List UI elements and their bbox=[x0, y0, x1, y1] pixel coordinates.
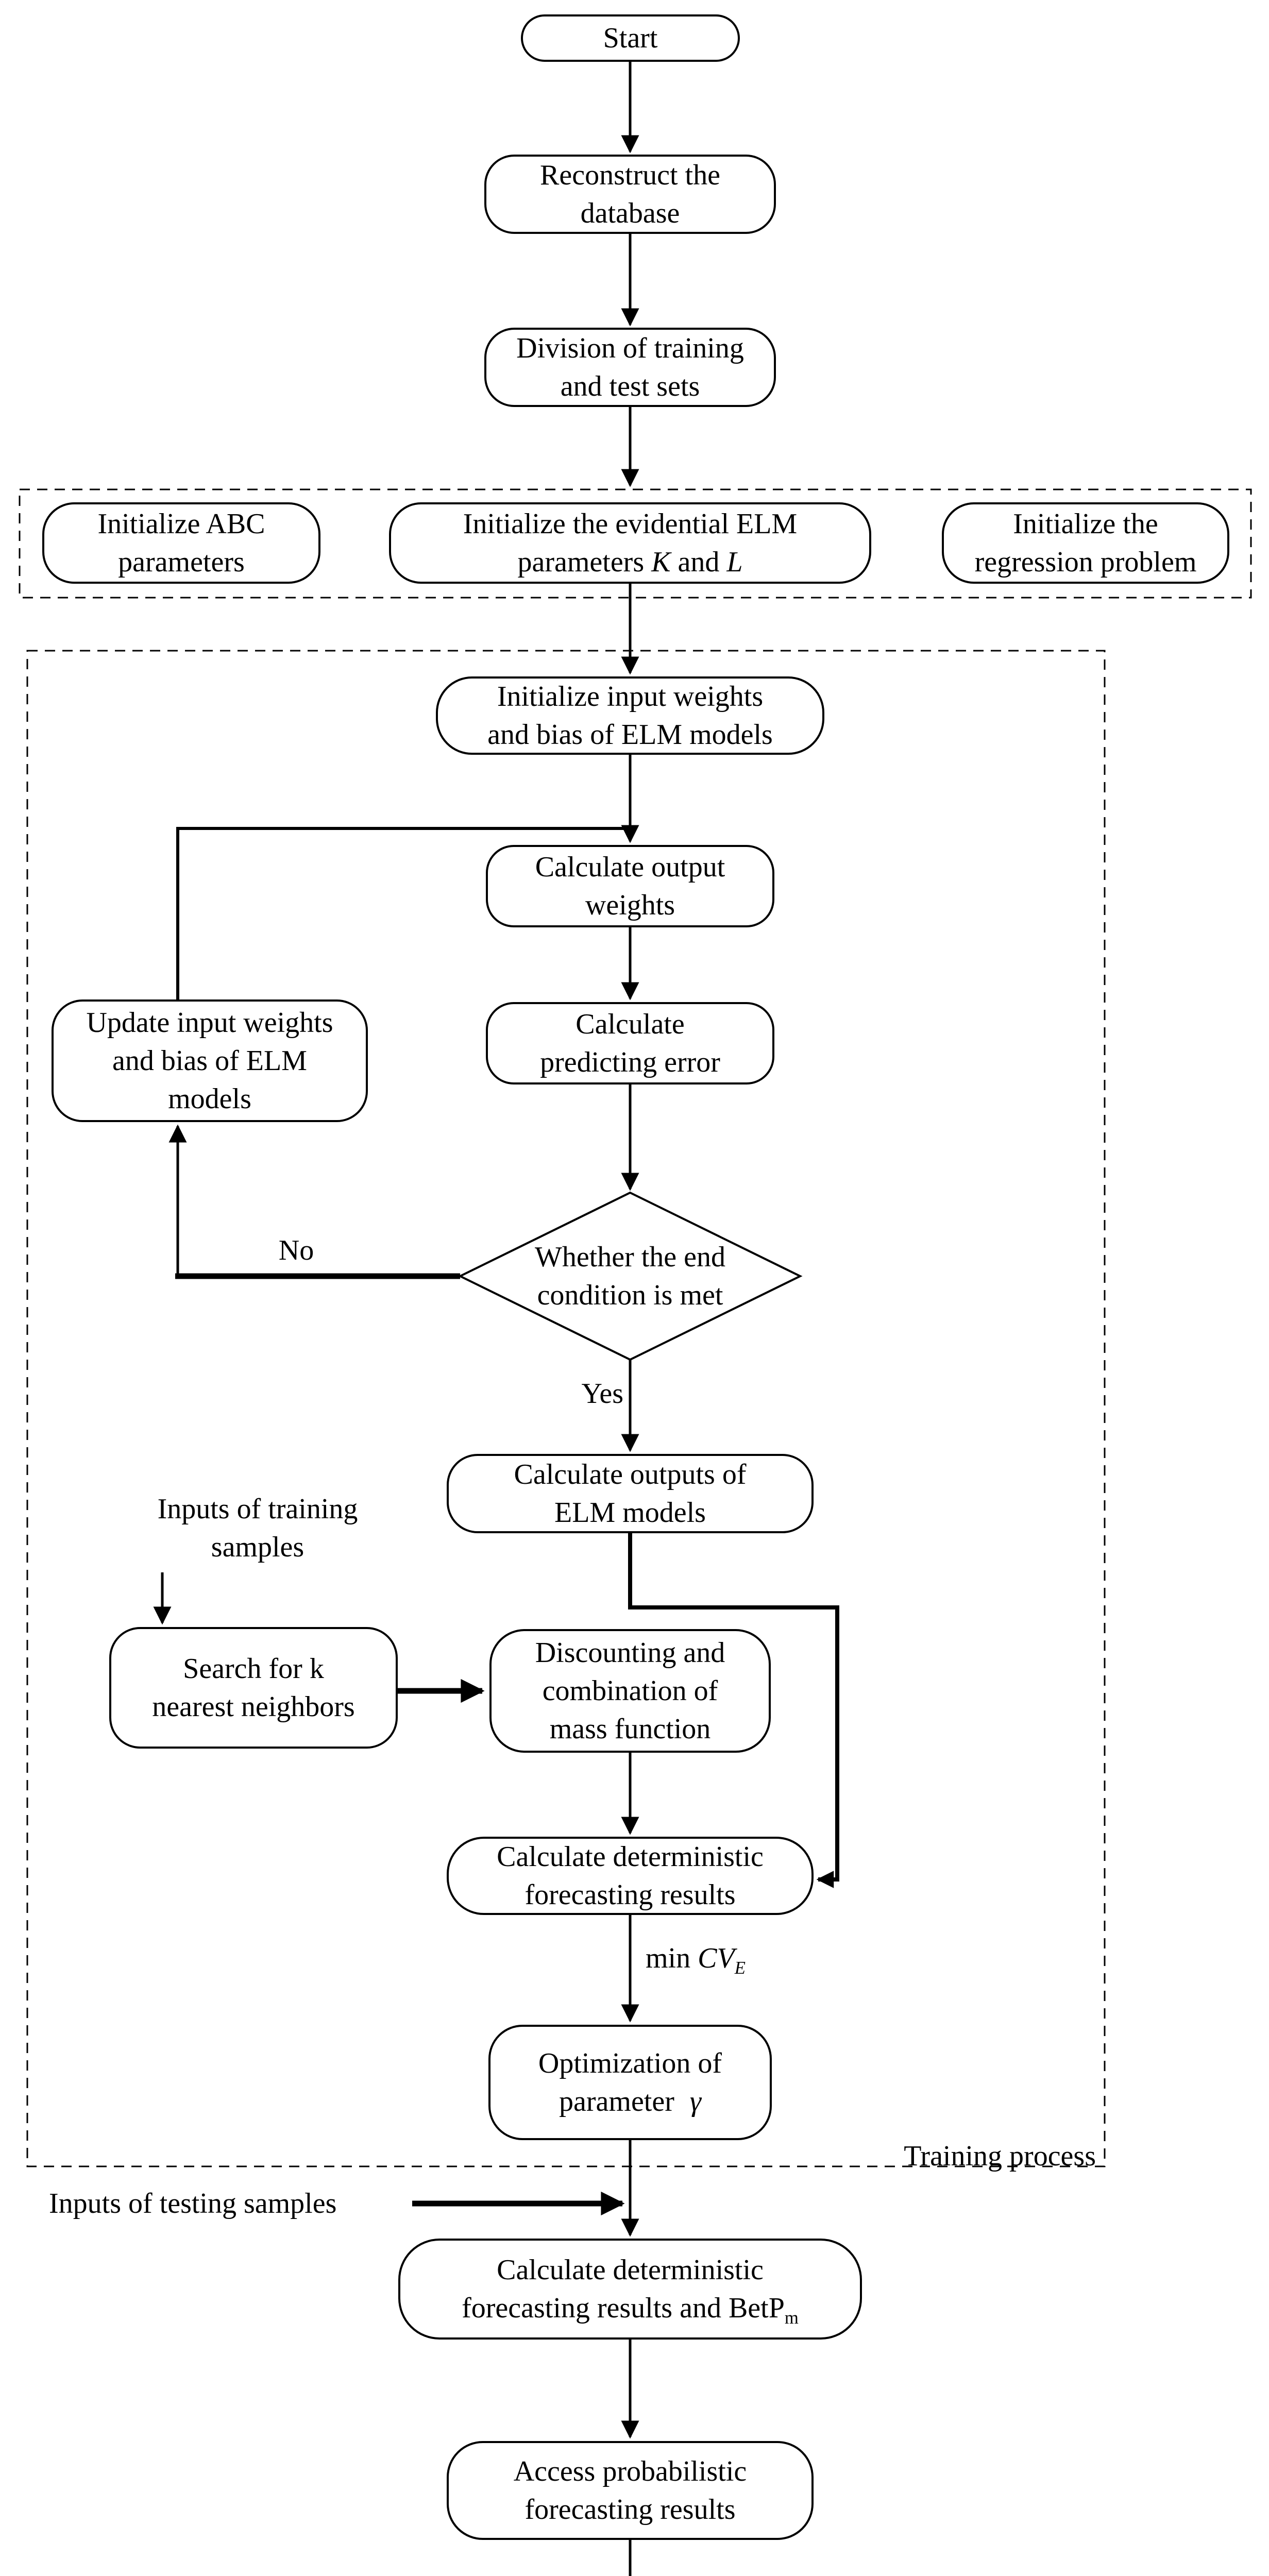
init-input-weights-node: Initialize input weights and bias of ELM… bbox=[436, 676, 824, 755]
node-label-line: combination of bbox=[542, 1675, 718, 1707]
node-label-line: weights bbox=[585, 889, 675, 921]
update-input-weights-node: Update input weights and bias of ELM mod… bbox=[52, 999, 368, 1122]
discounting-combination-node: Discounting and combination of mass func… bbox=[489, 1629, 771, 1753]
gamma-symbol: γ bbox=[689, 2086, 701, 2117]
training-process-label: Training process bbox=[904, 2140, 1096, 2172]
node-label-line: forecasting results and BetPm bbox=[462, 2292, 799, 2328]
min-cv-label: min CVE bbox=[646, 1942, 746, 1978]
node-label-line: parameters K and L bbox=[517, 546, 743, 578]
node-label: Start bbox=[603, 22, 658, 54]
node-label-line: Update input weights bbox=[86, 1007, 333, 1039]
no-branch-label: No bbox=[278, 1234, 314, 1266]
node-label-line: Initialize the bbox=[1013, 508, 1158, 540]
line-bypass-outputs-to-calc-det bbox=[628, 1533, 839, 1888]
calculate-predicting-error-node: Calculate predicting error bbox=[486, 1002, 774, 1084]
start-node: Start bbox=[521, 14, 740, 62]
node-label-line: Initialize the evidential ELM bbox=[463, 508, 798, 540]
param-k: K bbox=[651, 546, 671, 578]
node-label-line: Access probabilistic bbox=[513, 2455, 747, 2487]
node-label-line: Calculate deterministic bbox=[497, 2254, 764, 2286]
node-label-line: Division of training bbox=[516, 332, 744, 364]
inputs-testing-label: Inputs of testing samples bbox=[49, 2188, 337, 2219]
node-label-line: Discounting and bbox=[535, 1637, 725, 1669]
node-label-line: ELM models bbox=[554, 1497, 706, 1529]
node-label-line: Initialize input weights bbox=[497, 681, 764, 713]
reconstruct-database-node: Reconstruct the database bbox=[484, 155, 776, 234]
param-l: L bbox=[726, 546, 743, 578]
node-label-line: and bias of ELM bbox=[112, 1045, 307, 1077]
node-label-line: parameter γ bbox=[559, 2086, 701, 2117]
node-label-line: Optimization of bbox=[538, 2047, 722, 2079]
calculate-deterministic-node: Calculate deterministic forecasting resu… bbox=[447, 1837, 814, 1915]
node-label-line: Calculate bbox=[576, 1008, 685, 1040]
calculate-outputs-elm-node: Calculate outputs of ELM models bbox=[447, 1454, 814, 1533]
node-label-line: predicting error bbox=[540, 1046, 720, 1078]
node-label-line: Calculate output bbox=[535, 851, 725, 883]
init-regression-problem-node: Initialize the regression problem bbox=[942, 502, 1229, 584]
decision-diamond-shape bbox=[458, 1191, 803, 1361]
node-label-line: condition is met bbox=[537, 1279, 723, 1311]
inputs-training-label: Inputs of training samples bbox=[157, 1493, 358, 1563]
optimization-gamma-node: Optimization of parameter γ bbox=[488, 2025, 772, 2140]
node-label-line: parameters bbox=[118, 546, 245, 578]
node-label-line: models bbox=[168, 1083, 251, 1115]
node-label-line: database bbox=[580, 197, 680, 229]
decision-node: Whether the end condition is met bbox=[486, 1238, 774, 1314]
node-label-line: Reconstruct the bbox=[540, 159, 720, 191]
node-label-line: Calculate outputs of bbox=[514, 1459, 747, 1490]
betp-subscript: m bbox=[784, 2308, 799, 2328]
initialization-group-border bbox=[19, 488, 1252, 599]
node-label-line: nearest neighbors bbox=[152, 1691, 355, 1723]
node-label-line: Whether the end bbox=[534, 1241, 726, 1273]
calculate-deterministic-betp-node: Calculate deterministic forecasting resu… bbox=[398, 2239, 862, 2340]
node-label-line: and bias of ELM models bbox=[487, 719, 773, 751]
init-abc-parameters-node: Initialize ABC parameters bbox=[42, 502, 320, 584]
node-label-line: forecasting results bbox=[524, 1879, 736, 1911]
node-label-line: Initialize ABC bbox=[97, 508, 265, 540]
init-evidential-elm-node: Initialize the evidential ELM parameters… bbox=[389, 502, 871, 584]
search-knn-node: Search for k nearest neighbors bbox=[109, 1627, 398, 1749]
node-label-line: mass function bbox=[549, 1713, 711, 1745]
division-train-test-node: Division of training and test sets bbox=[484, 328, 776, 407]
node-label-line: regression problem bbox=[974, 546, 1197, 578]
node-label-line: Calculate deterministic bbox=[497, 1841, 764, 1873]
node-label-line: forecasting results bbox=[524, 2494, 736, 2526]
node-label-line: Search for k bbox=[183, 1653, 324, 1685]
access-probabilistic-node: Access probabilistic forecasting results bbox=[447, 2441, 814, 2540]
line-update-loop-return bbox=[176, 827, 630, 999]
yes-branch-label: Yes bbox=[581, 1378, 623, 1410]
calculate-output-weights-node: Calculate output weights bbox=[486, 845, 774, 927]
node-label-line: and test sets bbox=[560, 370, 700, 402]
